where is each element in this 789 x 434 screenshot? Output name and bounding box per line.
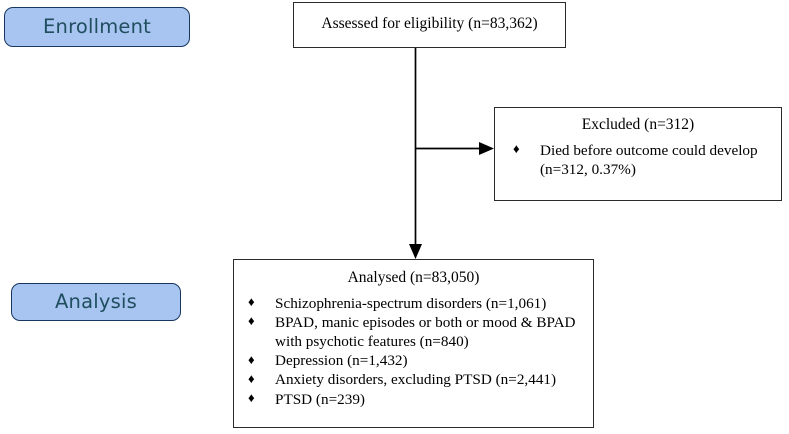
- diamond-bullet-icon: ♦: [248, 294, 255, 310]
- stage-label-analysis: Analysis: [11, 283, 181, 321]
- diamond-bullet-icon: ♦: [248, 370, 255, 386]
- node-assessed-for-eligibility: Assessed for eligibility (n=83,362): [293, 2, 566, 48]
- diamond-bullet-icon: ♦: [248, 351, 255, 367]
- diamond-bullet-icon: ♦: [248, 390, 255, 406]
- node-excluded: Excluded (n=312) ♦ Died before outcome c…: [494, 107, 782, 201]
- analysed-bullet-text-2: BPAD, manic episodes or both or mood & B…: [275, 313, 576, 351]
- list-item: ♦ BPAD, manic episodes or both or mood &…: [244, 313, 593, 351]
- analysed-bullet-text-4: Anxiety disorders, excluding PTSD (n=2,4…: [275, 371, 557, 389]
- list-item: ♦ Schizophrenia-spectrum disorders (n=1,…: [244, 294, 593, 313]
- analysed-title: Analysed (n=83,050): [347, 269, 480, 286]
- list-item: ♦ Anxiety disorders, excluding PTSD (n=2…: [244, 370, 593, 389]
- list-item: ♦ PTSD (n=239): [244, 390, 593, 409]
- stage-label-enrollment: Enrollment: [4, 7, 190, 47]
- arrowhead-right-to-excluded: [479, 142, 494, 155]
- arrowhead-down-to-analysed: [409, 244, 422, 259]
- analysed-bullet-list: ♦ Schizophrenia-spectrum disorders (n=1,…: [244, 294, 593, 409]
- excluded-bullet-list: ♦ Died before outcome could develop (n=3…: [509, 141, 781, 179]
- list-item: ♦ Depression (n=1,432): [244, 351, 593, 370]
- excluded-title: Excluded (n=312): [581, 116, 695, 133]
- excluded-bullet-text: Died before outcome could develop (n=312…: [540, 141, 758, 178]
- diamond-bullet-icon: ♦: [513, 141, 520, 157]
- assessed-title: Assessed for eligibility (n=83,362): [321, 15, 538, 32]
- analysed-bullet-text-3: Depression (n=1,432): [275, 352, 408, 370]
- stage-label-enrollment-text: Enrollment: [42, 15, 152, 39]
- node-analysed: Analysed (n=83,050) ♦ Schizophrenia-spec…: [233, 259, 594, 428]
- diamond-bullet-icon: ♦: [248, 313, 255, 329]
- analysed-bullet-text-1: Schizophrenia-spectrum disorders (n=1,06…: [275, 294, 547, 312]
- analysed-bullet-text-5: PTSD (n=239): [275, 390, 365, 408]
- stage-label-analysis-text: Analysis: [55, 290, 137, 314]
- list-item: ♦ Died before outcome could develop (n=3…: [509, 141, 781, 179]
